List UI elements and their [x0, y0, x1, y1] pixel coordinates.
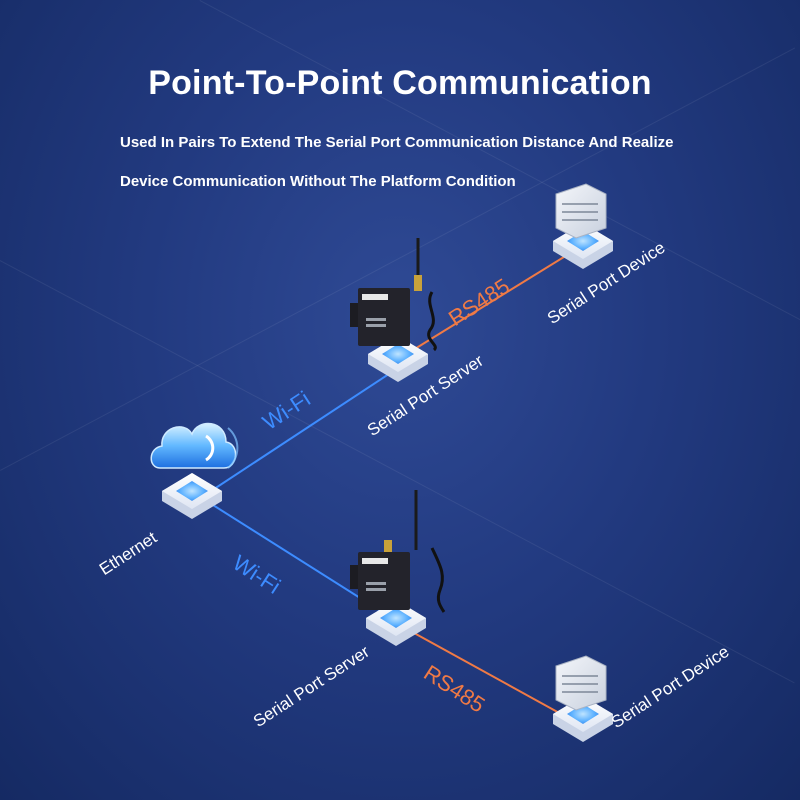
- serial-port-device-top: [553, 183, 613, 269]
- wifi-link-top: [204, 367, 399, 496]
- plc-icon: [555, 655, 607, 711]
- platform-tile-icon: [162, 473, 222, 519]
- router-icon: [350, 490, 446, 613]
- serial-port-server-bottom: [350, 490, 446, 646]
- router-icon: [350, 238, 437, 352]
- rs485-link-bottom: [404, 627, 573, 721]
- subtitle-line-1: Used In Pairs To Extend The Serial Port …: [120, 134, 674, 151]
- serial-port-device-bottom: [553, 655, 613, 742]
- subtitle-line-2: Device Communication Without The Platfor…: [120, 173, 516, 190]
- rs485-link-top: [404, 251, 573, 356]
- serial-port-server-top: [350, 238, 437, 382]
- cloud-icon: [150, 422, 239, 469]
- plc-icon: [555, 183, 607, 239]
- platform-tile-icon: [368, 336, 428, 382]
- page-title: Point-To-Point Communication: [148, 64, 652, 102]
- ethernet-node: [150, 422, 239, 519]
